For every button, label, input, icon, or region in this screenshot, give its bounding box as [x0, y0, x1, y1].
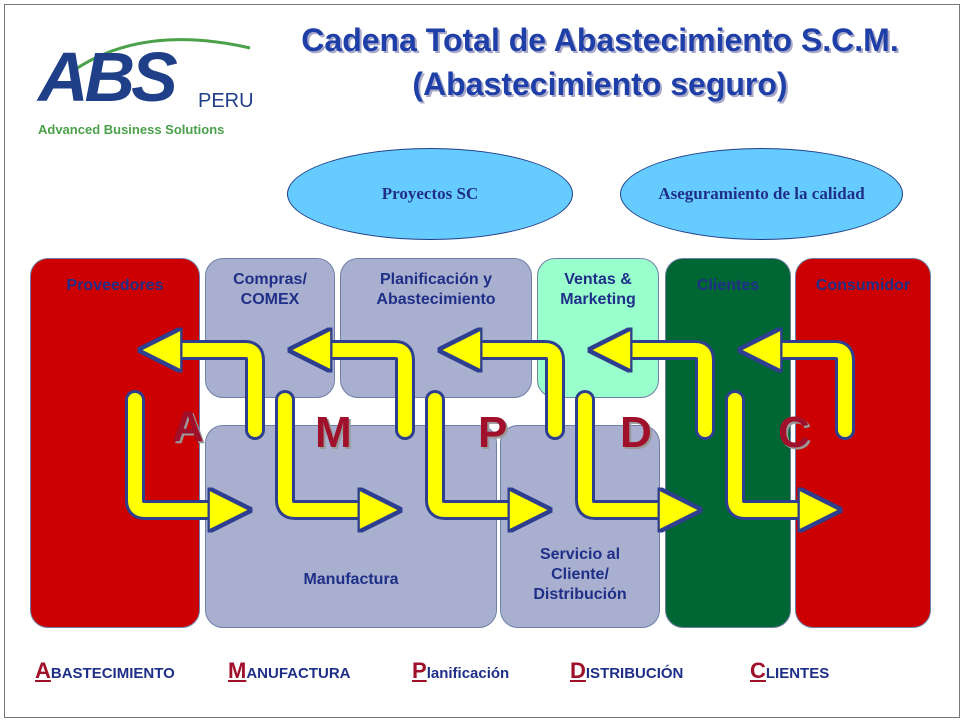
block-consumidor	[795, 258, 931, 628]
block-proveedores	[30, 258, 200, 628]
logo-abs-text: ABS	[38, 38, 178, 116]
abs-logo: ABS PERU Advanced Business Solutions	[30, 28, 260, 143]
label-compras-line1: Compras/	[233, 271, 307, 288]
legend-cap-d: D	[570, 658, 586, 683]
return-arrow	[610, 350, 712, 437]
legend-distribucion: DISTRIBUCIÓN	[570, 658, 683, 684]
legend-rest-p: lanificación	[426, 665, 510, 682]
block-planificacion	[340, 258, 532, 398]
label-compras-line2: COMEX	[240, 291, 300, 308]
label-planificacion-line1: Planificación y	[379, 271, 493, 288]
legend-planificacion: Planificación	[412, 658, 509, 684]
legend-cap-m: M	[228, 658, 247, 683]
slide-frame	[4, 4, 960, 718]
label-clientes: Clientes	[696, 277, 760, 294]
ellipse-quality: Aseguramiento de la calidad	[620, 148, 903, 240]
logo-subtitle: Advanced Business Solutions	[38, 122, 225, 137]
forward-arrow	[278, 393, 380, 510]
title-line-1: Cadena Total de Abastecimiento S.C.M.	[301, 22, 899, 58]
label-compras: Compras/ COMEX	[205, 270, 335, 310]
label-ventas-line2: Marketing	[560, 291, 636, 308]
ellipse-projects: Proyectos SC	[287, 148, 573, 240]
legend-manufactura: MANUFACTURA	[228, 658, 351, 684]
legend-clientes: CLIENTES	[750, 658, 829, 684]
legend-rest-c: LIENTES	[765, 665, 830, 682]
label-consumidor: Consumidor	[815, 277, 911, 294]
legend-cap-c: C	[750, 658, 766, 683]
letter-p: P	[478, 408, 508, 457]
legend-rest-m: ANUFACTURA	[246, 665, 351, 682]
return-arrow	[460, 350, 562, 437]
return-arrow	[760, 350, 852, 437]
label-servicio-line3: Distribución	[533, 586, 627, 603]
legend-rest-a: BASTECIMIENTO	[50, 665, 175, 682]
forward-arrow	[578, 393, 680, 510]
legend-cap-a: A	[35, 658, 51, 683]
logo-swoosh-icon	[69, 38, 251, 75]
block-manufactura	[205, 425, 497, 628]
forward-arrow	[128, 393, 230, 510]
return-arrow-outline	[450, 340, 565, 440]
return-arrow	[160, 350, 262, 437]
letter-a: A	[172, 402, 204, 451]
legend-cap-p: P	[412, 658, 427, 683]
letter-c: C	[778, 408, 810, 457]
title-line-2: (Abastecimiento seguro)	[412, 66, 788, 102]
label-planificacion: Planificación y Abastecimiento	[340, 270, 532, 310]
return-arrow	[310, 350, 412, 437]
legend-abastecimiento: ABASTECIMIENTO	[35, 658, 175, 684]
label-manufactura: Manufactura	[303, 571, 399, 588]
forward-arrow	[728, 393, 820, 510]
label-servicio-line2: Cliente/	[551, 566, 609, 583]
legend-rest-d: ISTRIBUCIÓN	[585, 665, 684, 682]
forward-arrow	[428, 393, 530, 510]
label-servicio-line1: Servicio al	[539, 546, 621, 563]
letter-m: M	[315, 408, 352, 457]
label-planificacion-line2: Abastecimiento	[376, 291, 496, 308]
letter-d: D	[620, 408, 652, 457]
label-servicio: Servicio al Cliente/ Distribución	[500, 545, 660, 605]
label-proveedores: Proveedores	[66, 277, 164, 294]
label-ventas-line1: Ventas &	[564, 271, 632, 288]
label-ventas: Ventas & Marketing	[537, 270, 659, 310]
logo-peru-text: PERU	[198, 90, 254, 112]
